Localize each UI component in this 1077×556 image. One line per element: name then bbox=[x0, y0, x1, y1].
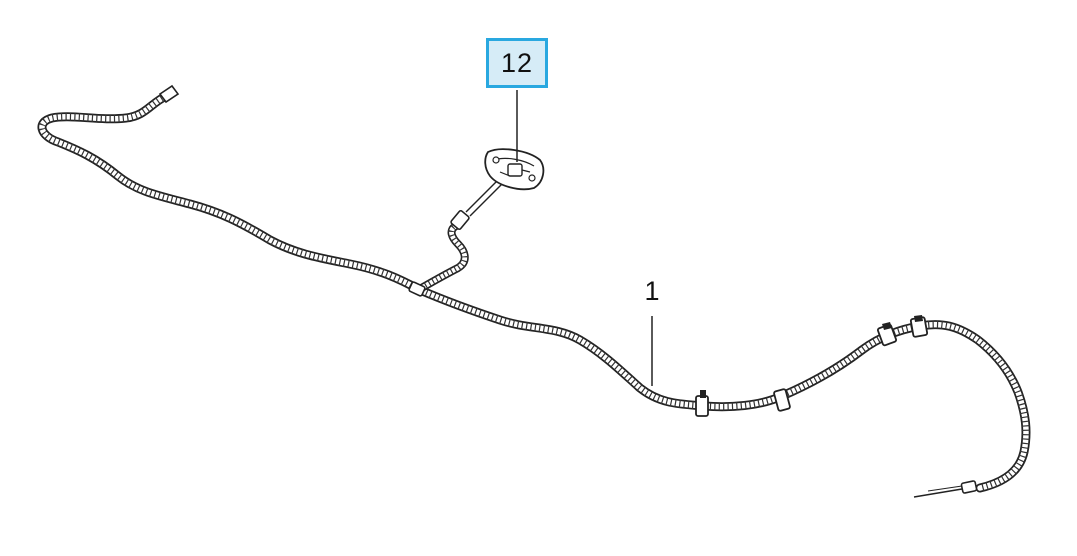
callout-part-12[interactable]: 12 bbox=[486, 38, 548, 88]
nozzle-connector bbox=[450, 210, 470, 230]
tee-connector bbox=[408, 281, 426, 297]
callout-part-1[interactable]: 1 bbox=[644, 276, 660, 306]
hose-outline bbox=[37, 91, 1031, 493]
washer-nozzle-icon bbox=[484, 148, 545, 191]
nozzle-line-a bbox=[465, 179, 499, 213]
hose-clip-icon bbox=[773, 388, 791, 412]
hose-clip-icon bbox=[877, 322, 897, 347]
hose-clip-icon bbox=[909, 315, 929, 338]
hose-clip-icon bbox=[695, 390, 709, 417]
branch-hose-outline bbox=[414, 222, 469, 294]
hose-ribs bbox=[38, 92, 1030, 492]
callout-label-12: 12 bbox=[500, 47, 534, 78]
hose-end-fitting bbox=[158, 84, 180, 104]
hose-end-connector bbox=[913, 480, 978, 498]
branch-hose-ribs bbox=[416, 222, 469, 294]
nozzle-line-b bbox=[469, 183, 503, 217]
hose-body bbox=[39, 93, 1029, 491]
